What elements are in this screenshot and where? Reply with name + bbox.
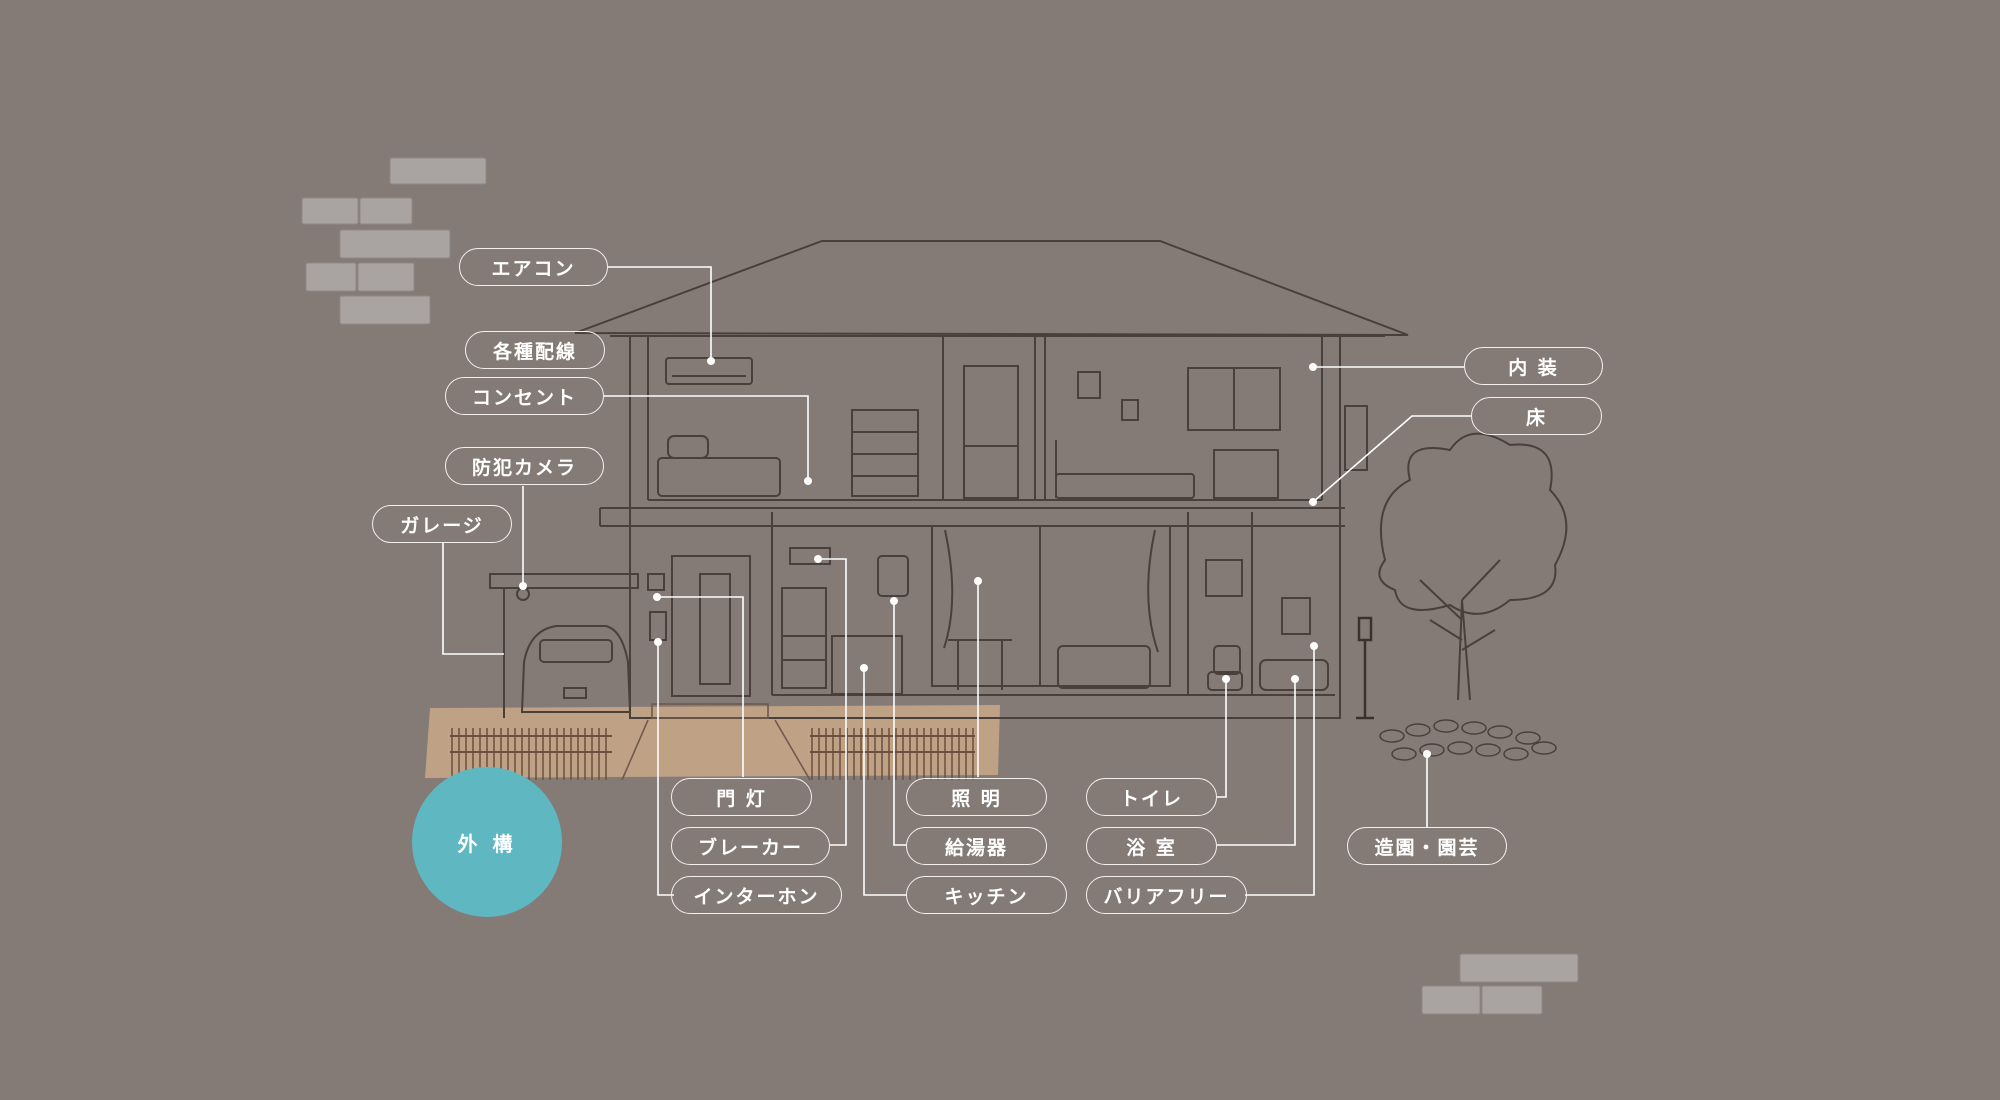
label-security-camera[interactable]: 防犯カメラ: [445, 447, 604, 485]
label-kitchen[interactable]: キッチン: [906, 876, 1067, 914]
label-garage[interactable]: ガレージ: [372, 505, 512, 543]
connector-dots: [519, 357, 1431, 758]
stepping-stone: [1391, 747, 1417, 761]
stepping-stone: [1405, 723, 1431, 737]
connector-lines: [442, 266, 1471, 896]
label-toilet[interactable]: トイレ: [1086, 778, 1217, 816]
stepping-stones: [1379, 719, 1557, 761]
ground-band: [425, 705, 1000, 778]
label-landscaping[interactable]: 造園・園芸: [1347, 827, 1507, 865]
label-lighting[interactable]: 照 明: [906, 778, 1047, 816]
label-aircon[interactable]: エアコン: [459, 248, 608, 286]
stepping-stone: [1487, 725, 1513, 739]
stepping-stone: [1447, 741, 1473, 755]
label-interior[interactable]: 内 装: [1464, 347, 1603, 385]
house-outline: [574, 240, 1409, 719]
fence-posts: [451, 728, 974, 780]
stepping-stone: [1531, 741, 1557, 755]
brick-decoration-top-left: [301, 157, 487, 325]
label-intercom[interactable]: インターホン: [671, 876, 842, 914]
brick-decoration-bottom-right: [1421, 953, 1579, 1015]
garage: [489, 573, 639, 718]
stepping-stone: [1461, 721, 1487, 735]
street-lamp: [1356, 616, 1374, 720]
label-wiring[interactable]: 各種配線: [465, 331, 605, 369]
label-breaker[interactable]: ブレーカー: [671, 827, 830, 865]
gate-lamp: [647, 573, 667, 641]
label-floor[interactable]: 床: [1471, 397, 1602, 435]
label-outlet[interactable]: コンセント: [445, 377, 604, 415]
stepping-stone: [1503, 747, 1529, 761]
label-barrier-free[interactable]: バリアフリー: [1086, 876, 1247, 914]
stepping-stone: [1419, 743, 1445, 757]
stepping-stone: [1515, 731, 1541, 745]
tree: [1378, 432, 1568, 701]
exterior-badge[interactable]: 外 構: [412, 767, 562, 917]
label-bathroom[interactable]: 浴 室: [1086, 827, 1217, 865]
label-gate-light[interactable]: 門 灯: [671, 778, 812, 816]
stepping-stone: [1433, 719, 1459, 733]
entrance-path: [621, 703, 811, 781]
stepping-stone: [1379, 729, 1405, 743]
label-water-heater[interactable]: 給湯器: [906, 827, 1047, 865]
stepping-stone: [1475, 743, 1501, 757]
